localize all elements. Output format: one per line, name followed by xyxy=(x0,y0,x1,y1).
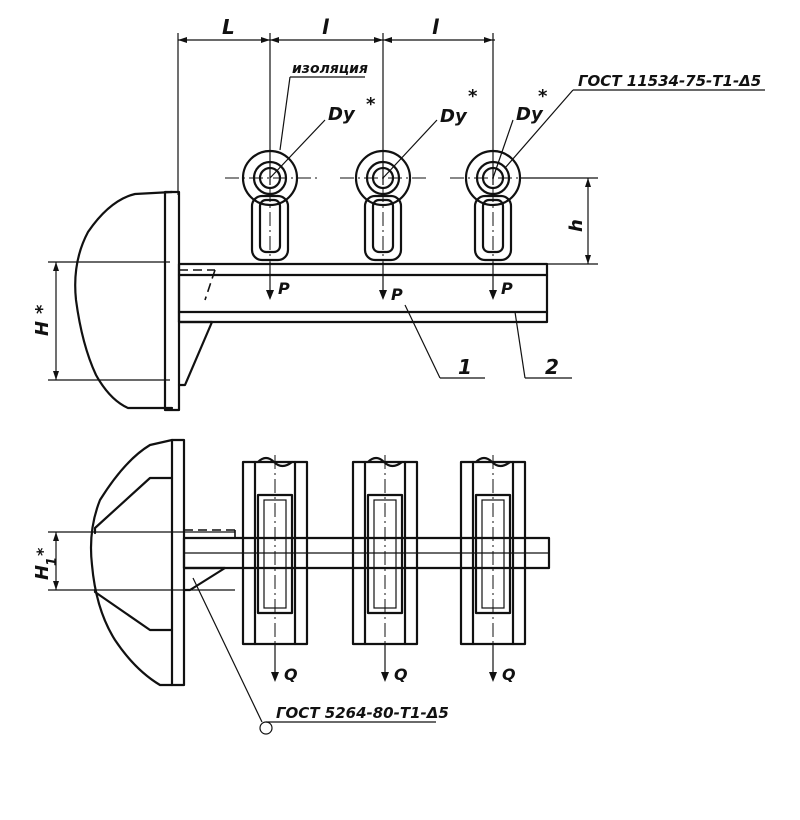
wall-section-top xyxy=(74,190,174,410)
beam-plan xyxy=(182,529,551,592)
wall-embed-lower xyxy=(93,588,174,632)
bottom-view: H 1 * xyxy=(32,438,551,735)
pipe-support-top-1 xyxy=(225,140,320,270)
position-1-label: 1 xyxy=(458,355,472,379)
mounting-plate-bottom xyxy=(170,438,186,687)
dim-H-star: * xyxy=(32,304,53,314)
dy-star-3: * xyxy=(538,86,548,107)
load-q-label-1: Q xyxy=(284,665,298,684)
wall-section-bottom xyxy=(89,438,174,687)
pipe-plan-3 xyxy=(459,455,527,660)
load-p-label-1: P xyxy=(278,279,290,298)
gost-top-label: ГОСТ 11534-75-Т1-Δ5 xyxy=(578,72,761,90)
dim-H-label: H xyxy=(32,321,53,336)
dy-star-2: * xyxy=(468,86,478,107)
dim-H1-sub: 1 xyxy=(45,557,60,566)
dim-l-label-2: l xyxy=(432,15,440,39)
dy-labels: Dу * Dу * Dу * xyxy=(269,86,548,179)
load-q-label-2: Q xyxy=(394,665,408,684)
position-2-label: 2 xyxy=(545,355,559,379)
dimension-chain: L l l xyxy=(177,15,495,195)
pipe-plan-1 xyxy=(241,455,309,660)
insulation-callout: изоляция xyxy=(279,61,368,151)
cantilever-beam xyxy=(177,262,549,387)
gost-weld-callout-bottom: ГОСТ 5264-80-Т1-Δ5 xyxy=(192,577,449,735)
gost-weld-callout-top: ГОСТ 11534-75-Т1-Δ5 xyxy=(504,72,765,169)
dim-H1-label: H xyxy=(32,565,53,580)
dim-h-label: h xyxy=(566,219,587,232)
dim-L-label: L xyxy=(222,15,235,39)
dim-l-label-1: l xyxy=(322,15,330,39)
pipe-support-top-3 xyxy=(450,140,540,270)
dy-label-3: Dу xyxy=(516,104,544,125)
wall-embed-upper xyxy=(93,476,174,535)
pipe-plan-2 xyxy=(351,455,419,660)
position-callouts: 1 2 xyxy=(404,304,572,379)
dy-label-1: Dу xyxy=(328,104,356,125)
top-view: L l l H * xyxy=(32,15,765,412)
dimension-H: H * xyxy=(32,261,170,381)
load-p-arrows: P P P xyxy=(266,262,513,304)
dy-star-1: * xyxy=(366,94,376,115)
dy-label-2: Dу xyxy=(440,106,468,127)
mounting-plate-top xyxy=(163,190,181,412)
dimension-H1: H 1 * xyxy=(32,531,235,591)
gost-bottom-label: ГОСТ 5264-80-Т1-Δ5 xyxy=(276,704,449,722)
load-q-arrows: Q Q Q xyxy=(271,645,516,684)
load-p-label-2: P xyxy=(391,285,403,304)
dim-H1-star: * xyxy=(33,547,52,556)
pipe-support-top-2 xyxy=(340,140,430,270)
load-p-label-3: P xyxy=(501,279,513,298)
dimension-h: h xyxy=(520,177,598,265)
insulation-label: изоляция xyxy=(292,61,368,77)
load-q-label-3: Q xyxy=(502,665,516,684)
